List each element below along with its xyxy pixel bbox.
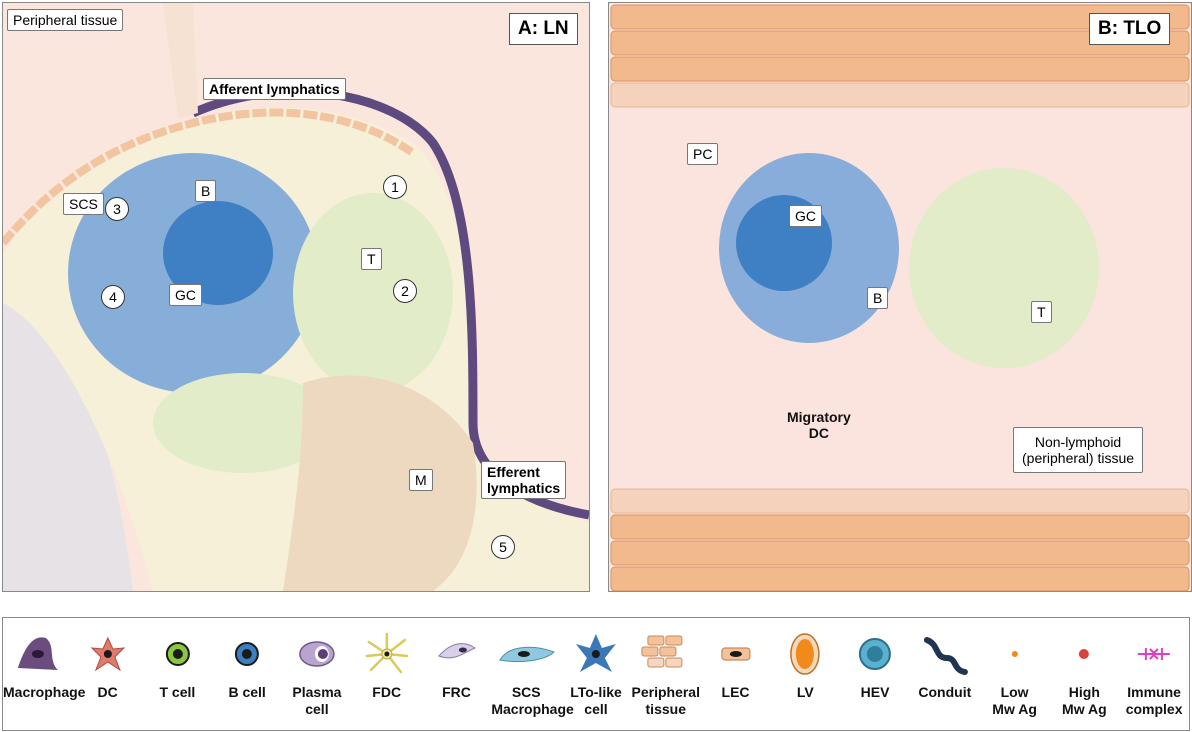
legend-item: Low Mw Ag <box>980 618 1050 730</box>
legend-item: T cell <box>143 618 213 730</box>
tlo-t-label: T <box>1031 301 1052 323</box>
legend-item: FRC <box>422 618 492 730</box>
panel-a-title: A: LN <box>509 13 578 45</box>
macrophage-icon <box>17 637 58 670</box>
legend-item-label: HEV <box>860 684 890 700</box>
legend-item-label: Plasma cell <box>292 684 342 717</box>
gc-label: GC <box>169 284 202 306</box>
legend-item: Plasma cell <box>282 618 352 730</box>
legend-item: High Mw Ag <box>1049 618 1119 730</box>
b-cell-icon <box>235 642 260 666</box>
step-3: 3 <box>105 197 129 221</box>
tlo-illustration <box>610 4 1190 591</box>
legend-item-label: Immune complex <box>1125 684 1183 717</box>
fdc-icon <box>365 632 408 674</box>
legend-item-label: FDC <box>372 684 402 700</box>
non-lymphoid-tissue-label: Non-lymphoid (peripheral) tissue <box>1013 427 1144 473</box>
frc-icon <box>437 643 476 659</box>
legend-item-label: High Mw Ag <box>1062 684 1107 717</box>
legend-item: LV <box>770 618 840 730</box>
legend-item-label: SCS Macrophage <box>491 684 574 717</box>
afferent-lymphatics-label: Afferent lymphatics <box>203 78 346 100</box>
legend-item: SCS Macrophage <box>491 618 574 730</box>
panel-b-title: B: TLO <box>1089 13 1171 45</box>
legend-item-label: Low Mw Ag <box>992 684 1037 717</box>
legend-item: Conduit <box>910 618 980 730</box>
legend-item-label: Conduit <box>918 684 972 700</box>
legend-item-label: B cell <box>228 684 266 700</box>
lymph-node-illustration <box>3 3 589 591</box>
legend-item: B cell <box>212 618 282 730</box>
step-2: 2 <box>393 279 417 303</box>
high-mw-ag-icon <box>1079 649 1090 659</box>
plasma-cell-icon <box>299 641 335 667</box>
peripheral-tissue-label: Peripheral tissue <box>7 9 124 31</box>
lv-icon <box>790 633 821 675</box>
scs-label: SCS <box>63 193 104 215</box>
panel-tlo: B: TLO PC GC B T Migratory DC Non-lympho… <box>608 2 1192 592</box>
legend-item: Immune complex <box>1119 618 1189 730</box>
legend-item-label: Macrophage <box>3 684 86 700</box>
efferent-lymphatics-label: Efferent lymphatics <box>481 461 567 499</box>
migratory-dc-label: Migratory DC <box>787 409 851 441</box>
lto-like-cell-icon <box>575 634 616 672</box>
step-4: 4 <box>101 285 125 309</box>
t-cell-icon <box>165 642 190 666</box>
legend-item: Peripheral tissue <box>631 618 701 730</box>
panel-lymph-node: A: LN Peripheral tissue Afferent lymphat… <box>2 2 590 592</box>
lec-icon <box>720 647 751 661</box>
legend-item: LEC <box>701 618 771 730</box>
tlo-b-label: B <box>867 287 889 309</box>
tlo-gc-label: GC <box>789 205 822 227</box>
step-1: 1 <box>383 175 407 199</box>
b-zone-label: B <box>195 180 217 202</box>
dendritic-cell-icon <box>90 636 125 672</box>
hev-icon <box>859 638 892 670</box>
peripheral-tissue-icon <box>641 635 683 668</box>
legend-item-label: Peripheral tissue <box>631 684 700 717</box>
t-zone-label: T <box>361 248 382 270</box>
scs-macrophage-icon <box>499 646 556 663</box>
legend-item: LTo-like cell <box>561 618 631 730</box>
step-5: 5 <box>491 535 515 559</box>
legend-item: Macrophage <box>3 618 86 730</box>
legend-item-label: LV <box>796 684 814 700</box>
pc-label: PC <box>687 143 719 165</box>
immune-complex-icon <box>1138 648 1171 660</box>
legend-item-label: DC <box>97 684 118 700</box>
low-mw-ag-icon <box>1011 651 1018 657</box>
legend-item-label: FRC <box>442 684 471 700</box>
legend-item: HEV <box>840 618 910 730</box>
legend-item: DC <box>73 618 143 730</box>
legend-item-label: T cell <box>159 684 196 700</box>
legend-item: FDC <box>352 618 422 730</box>
legend-item-label: LEC <box>721 684 750 700</box>
legend: Macrophage DC T cell B cell Plasma cell FDC FR… <box>2 617 1190 731</box>
conduit-icon <box>923 637 968 675</box>
medulla-label: M <box>409 469 433 491</box>
legend-item-label: LTo-like cell <box>570 684 622 717</box>
